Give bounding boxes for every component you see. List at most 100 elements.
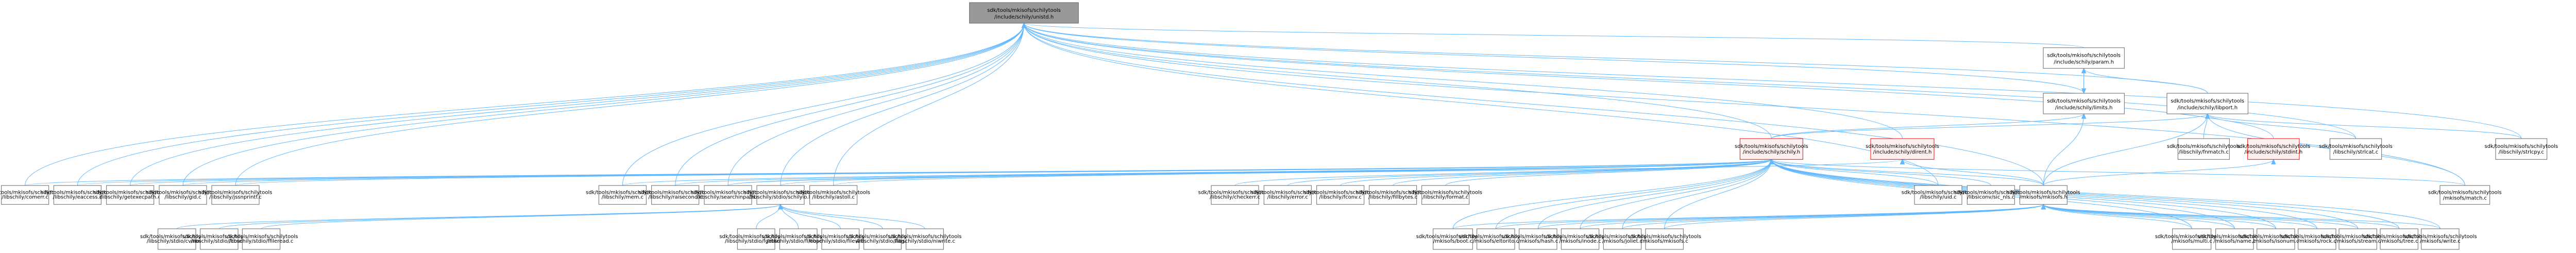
- graph-node-rock[interactable]: sdk/tools/mkisofs/schilytools/mkisofs/ro…: [2280, 228, 2354, 250]
- graph-node-dirent[interactable]: sdk/tools/mkisofs/schilytools/include/sc…: [1866, 138, 1939, 160]
- node-label-line1: sdk/tools/mkisofs/schilytools: [2167, 144, 2241, 149]
- graph-node-hash[interactable]: sdk/tools/mkisofs/schilytools/mkisofs/ha…: [1501, 228, 1575, 250]
- graph-node-checkerr[interactable]: sdk/tools/mkisofs/schilytools/libschily/…: [1198, 185, 1272, 205]
- node-label-line1: sdk/tools/mkisofs/schilytools: [2237, 144, 2311, 149]
- node-box: [2495, 138, 2548, 160]
- edge-match-to-unistd: [1024, 23, 2465, 186]
- node-label-line1: sdk/tools/mkisofs/schilytools: [1544, 234, 1617, 240]
- graph-node-stdint[interactable]: sdk/tools/mkisofs/schilytools/include/sc…: [2237, 138, 2311, 160]
- root-node[interactable]: sdk/tools/mkisofs/schilytools/include/sc…: [969, 2, 1079, 24]
- edge-boot-to-schily: [1452, 159, 1772, 229]
- graph-node-libport[interactable]: sdk/tools/mkisofs/schilytools/include/sc…: [2166, 93, 2248, 114]
- graph-node-sic-nls[interactable]: sdk/tools/mkisofs/schilytools/libsiconv/…: [1954, 185, 2028, 205]
- node-box: [2247, 138, 2300, 160]
- graph-node-schily[interactable]: sdk/tools/mkisofs/schilytools/include/sc…: [1735, 138, 1808, 160]
- node-label-line2: /libschily/jssnprintf.c: [209, 195, 262, 200]
- node-label-line2: /libschily/format.c: [1422, 195, 1468, 200]
- node-label-line1: sdk/tools/mkisofs/schilytools: [140, 234, 214, 240]
- graph-node-jssnprintf[interactable]: sdk/tools/mkisofs/schilytools/libschily/…: [199, 185, 273, 205]
- graph-node-match[interactable]: sdk/tools/mkisofs/schilytools/mkisofs/ma…: [2428, 185, 2502, 205]
- graph-node-cvmod[interactable]: sdk/tools/mkisofs/schilytools/libschily/…: [140, 228, 214, 250]
- graph-node-fileopen[interactable]: sdk/tools/mkisofs/schilytools/libschily/…: [761, 228, 835, 250]
- graph-node-flag[interactable]: sdk/tools/mkisofs/schilytools/libschily/…: [846, 228, 920, 250]
- node-label-line2: /include/schily/param.h: [2054, 60, 2114, 65]
- graph-node-strlcat[interactable]: sdk/tools/mkisofs/schilytools/libschily/…: [2319, 138, 2393, 160]
- node-box: [53, 185, 101, 205]
- edge-mem-to-schily: [622, 159, 1772, 186]
- node-label-line1: sdk/tools/mkisofs/schilytools: [182, 234, 256, 240]
- edge-raisecond-to-unistd: [675, 23, 1024, 186]
- graph-node-fillbytes[interactable]: sdk/tools/mkisofs/schilytools/libschily/…: [1356, 185, 1430, 205]
- graph-node-eaccess[interactable]: sdk/tools/mkisofs/schilytools/libschily/…: [41, 185, 114, 205]
- node-label-line1: sdk/tools/mkisofs/schilytools: [1409, 190, 1482, 195]
- graph-node-fnmatch[interactable]: sdk/tools/mkisofs/schilytools/libschily/…: [2167, 138, 2241, 160]
- node-box: [1967, 185, 2015, 205]
- edge-tree-to-schily: [1771, 159, 2400, 229]
- node-label-line1: sdk/tools/mkisofs/schilytools: [2362, 234, 2436, 240]
- graph-node-schilyio[interactable]: sdk/tools/mkisofs/schilytools/libschily/…: [744, 185, 818, 205]
- graph-node-ffileread[interactable]: sdk/tools/mkisofs/schilytools/libschily/…: [225, 228, 298, 250]
- edge-strlcpy-to-libport: [2207, 113, 2522, 139]
- graph-node-fgetline[interactable]: sdk/tools/mkisofs/schilytools/libschily/…: [719, 228, 793, 250]
- graph-node-multi[interactable]: sdk/tools/mkisofs/schilytools/mkisofs/mu…: [2155, 228, 2229, 250]
- node-label-line2: /include/schily/dirent.h: [1873, 149, 1932, 155]
- graph-node-searchinpath[interactable]: sdk/tools/mkisofs/schilytools/libschily/…: [691, 185, 765, 205]
- graph-node-mkisofs-c[interactable]: sdk/tools/mkisofs/schilytools/mkisofs/mk…: [1628, 228, 1701, 250]
- arrowhead-param-to-limits: [2081, 88, 2087, 94]
- node-label-line1: sdk/tools/mkisofs/schilytools: [0, 190, 62, 195]
- node-label-line2: /libschily/stdio/fileopen.c: [767, 239, 831, 244]
- graph-node-limits[interactable]: sdk/tools/mkisofs/schilytools/include/sc…: [2043, 93, 2125, 114]
- node-label-line2: /include/schily/schily.h: [1743, 149, 1800, 155]
- graph-node-strlcpy[interactable]: sdk/tools/mkisofs/schilytools/libschily/…: [2485, 138, 2558, 160]
- node-label-line1: sdk/tools/mkisofs/schilytools: [2239, 234, 2313, 240]
- node-box: [1477, 228, 1515, 250]
- graph-node-comerr[interactable]: sdk/tools/mkisofs/schilytools/libschily/…: [0, 185, 62, 205]
- graph-node-error[interactable]: sdk/tools/mkisofs/schilytools/libschily/…: [1251, 185, 1325, 205]
- node-label-line2: /include/schily/libport.h: [2177, 105, 2238, 111]
- graph-node-fconv[interactable]: sdk/tools/mkisofs/schilytools/libschily/…: [1303, 185, 1377, 205]
- graph-node-gid[interactable]: sdk/tools/mkisofs/schilytools/libschily/…: [146, 185, 220, 205]
- graph-node-mkisofs-h[interactable]: sdk/tools/mkisofs/schilytools/mkisofs/mk…: [2007, 185, 2080, 205]
- node-box: [106, 185, 155, 205]
- graph-node-niwrite[interactable]: sdk/tools/mkisofs/schilytools/libschily/…: [888, 228, 962, 250]
- edge-sic_nls-to-schily: [1771, 159, 1991, 186]
- node-label-line2: /libschily/astoll.c: [812, 195, 855, 200]
- node-box: [1421, 185, 1470, 205]
- graph-node-format[interactable]: sdk/tools/mkisofs/schilytools/libschily/…: [1409, 185, 1482, 205]
- graph-node-boot[interactable]: sdk/tools/mkisofs/schilytools/mkisofs/bo…: [1416, 228, 1490, 250]
- node-label-line2: /libschily/stdio/filewrite.c: [808, 239, 872, 244]
- graph-node-isonum[interactable]: sdk/tools/mkisofs/schilytools/mkisofs/is…: [2239, 228, 2313, 250]
- node-label-line1: sdk/tools/mkisofs/schilytools: [2047, 53, 2121, 59]
- graph-node-astoll[interactable]: sdk/tools/mkisofs/schilytools/libschily/…: [796, 185, 870, 205]
- node-box: [2380, 228, 2418, 250]
- graph-node-name[interactable]: sdk/tools/mkisofs/schilytools/mkisofs/na…: [2198, 228, 2272, 250]
- edge-getexecpath-to-unistd: [130, 23, 1024, 186]
- edge-limits-to-unistd: [1024, 23, 2084, 94]
- node-label-line1: sdk/tools/mkisofs/schilytools: [146, 190, 220, 195]
- graph-node-inode[interactable]: sdk/tools/mkisofs/schilytools/mkisofs/in…: [1544, 228, 1617, 250]
- node-label-line1: sdk/tools/mkisofs/schilytools: [2321, 234, 2395, 240]
- graph-node-eltorito[interactable]: sdk/tools/mkisofs/schilytools/mkisofs/el…: [1459, 228, 1533, 250]
- nodes-layer: sdk/tools/mkisofs/schilytools/include/sc…: [0, 2, 2558, 250]
- graph-node-raisecond[interactable]: sdk/tools/mkisofs/schilytools/libschily/…: [638, 185, 712, 205]
- edge-stdint-to-unistd: [1024, 23, 2274, 139]
- graph-node-write[interactable]: sdk/tools/mkisofs/schilytools/mkisofs/wr…: [2403, 228, 2477, 250]
- graph-node-joliet[interactable]: sdk/tools/mkisofs/schilytools/mkisofs/jo…: [1586, 228, 1659, 250]
- edge-gid-to-unistd: [182, 23, 1024, 186]
- node-label-line2: /libschily/stdio/schilyio.h: [749, 195, 812, 200]
- node-label-line2: /mkisofs/tree.c: [2380, 239, 2418, 244]
- node-label-line2: /mkisofs/name.c: [2213, 239, 2256, 244]
- node-box: [200, 228, 239, 250]
- graph-node-fcons[interactable]: sdk/tools/mkisofs/schilytools/libschily/…: [182, 228, 256, 250]
- graph-node-mem[interactable]: sdk/tools/mkisofs/schilytools/libschily/…: [586, 185, 659, 205]
- node-label-line1: sdk/tools/mkisofs/schilytools: [1459, 234, 1533, 240]
- graph-node-param[interactable]: sdk/tools/mkisofs/schilytools/include/sc…: [2043, 47, 2125, 69]
- graph-node-tree[interactable]: sdk/tools/mkisofs/schilytools/mkisofs/tr…: [2362, 228, 2436, 250]
- edge-eltorito-to-schily: [1495, 159, 1772, 229]
- graph-node-getexecpath[interactable]: sdk/tools/mkisofs/schilytools/libschily/…: [93, 185, 167, 205]
- graph-node-uid[interactable]: sdk/tools/mkisofs/schilytools/libschily/…: [1902, 185, 1975, 205]
- graph-node-stream[interactable]: sdk/tools/mkisofs/schilytools/mkisofs/st…: [2321, 228, 2395, 250]
- edge-schilyio-to-unistd: [780, 23, 1024, 186]
- edge-mkisofs_h-to-stdint: [2043, 159, 2274, 186]
- graph-node-filewrite[interactable]: sdk/tools/mkisofs/schilytools/libschily/…: [804, 228, 877, 250]
